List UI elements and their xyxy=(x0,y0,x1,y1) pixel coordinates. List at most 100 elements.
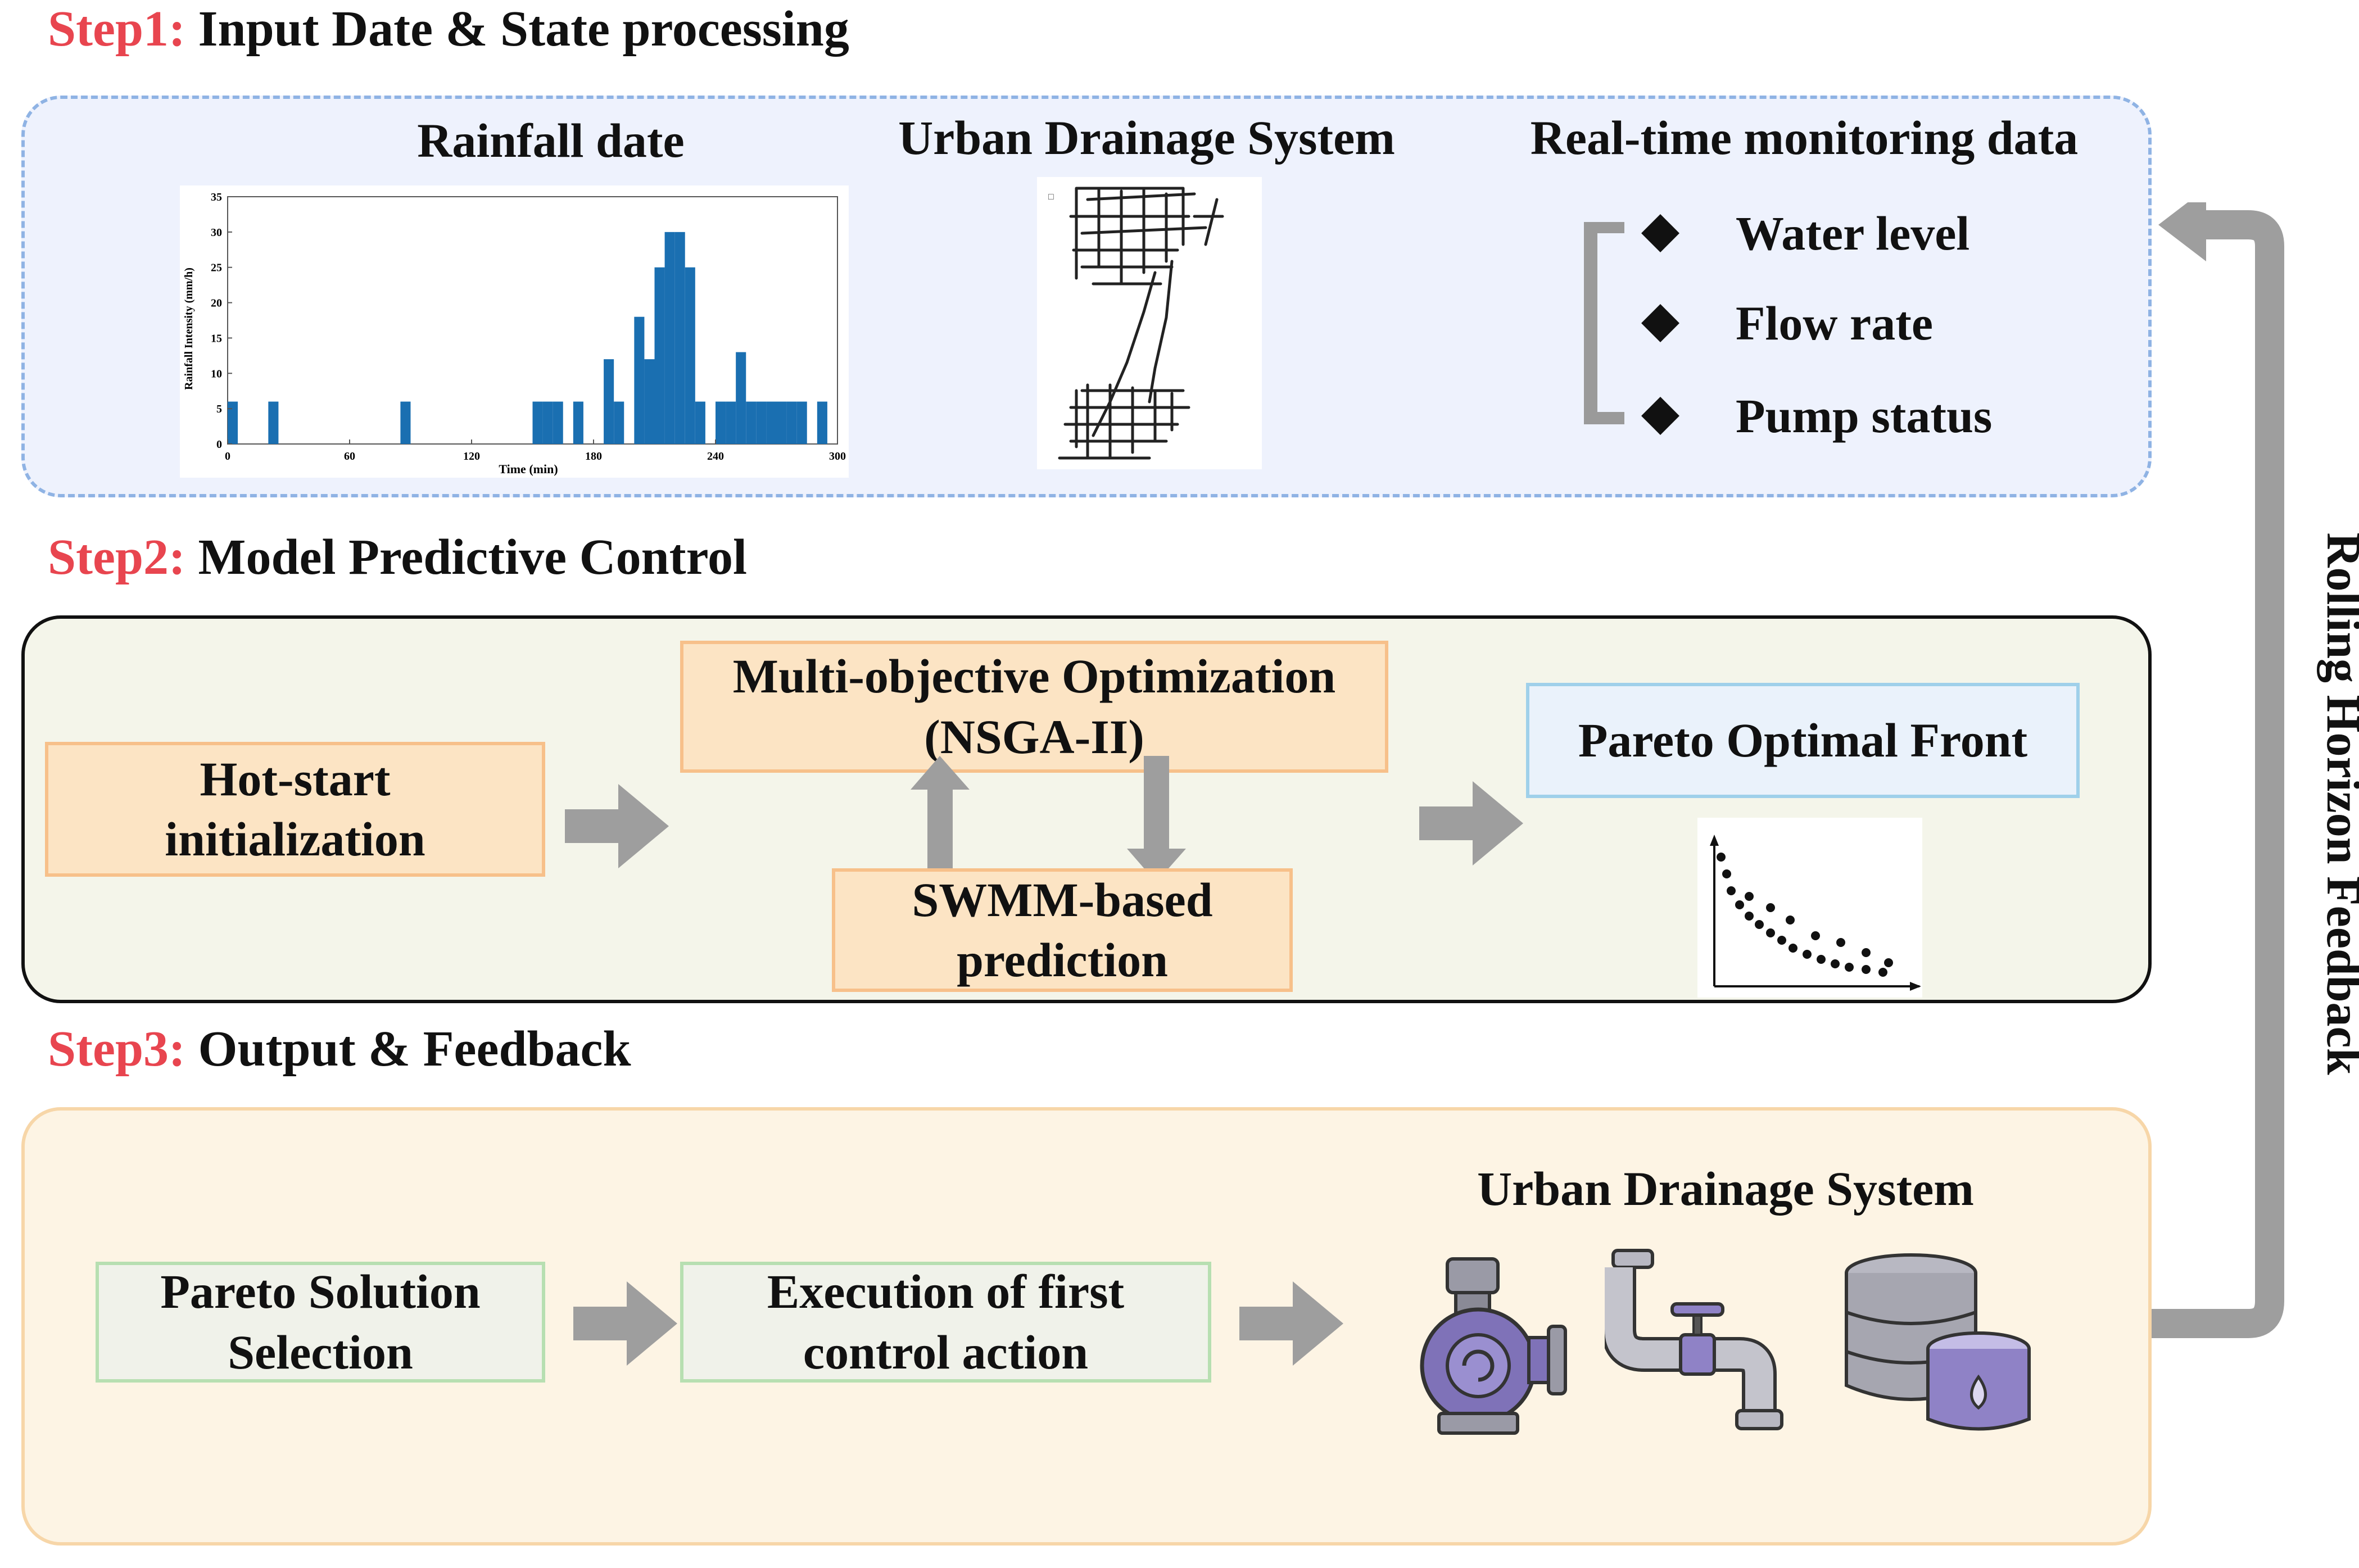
y-tick-label: 15 xyxy=(211,332,222,345)
step2-number: Step2: xyxy=(48,529,185,585)
y-tick-label: 20 xyxy=(211,297,222,310)
rainfall-bar xyxy=(776,401,787,444)
x-tick-label: 300 xyxy=(829,450,846,463)
drainage-map-label: Urban Drainage System xyxy=(898,111,1395,165)
rainfall-bar xyxy=(268,401,279,444)
storage-tank-icon xyxy=(1845,1253,2031,1431)
rainfall-bar xyxy=(726,401,736,444)
rainfall-bar xyxy=(817,401,827,444)
rainfall-bar xyxy=(573,401,583,444)
monitoring-item-pump-status: Pump status xyxy=(1641,388,1993,444)
execution-line2: control action xyxy=(803,1325,1089,1379)
rainfall-bar xyxy=(796,401,807,444)
rainfall-bar xyxy=(766,401,777,444)
monitoring-item-label: Pump status xyxy=(1736,389,1993,443)
y-tick-label: 5 xyxy=(216,403,222,415)
rainfall-bar xyxy=(685,267,695,444)
swmm-box: SWMM-based prediction xyxy=(832,868,1293,992)
monitoring-item-water-level: Water level xyxy=(1641,205,1970,261)
x-tick-label: 240 xyxy=(707,450,724,463)
chart-bars xyxy=(228,232,827,444)
diamond-bullet-icon xyxy=(1641,214,1679,252)
step1-text: Input Date & State processing xyxy=(198,1,849,57)
pipe-valve-icon xyxy=(1605,1249,1783,1430)
rainfall-bar xyxy=(400,401,411,444)
step1-number: Step1: xyxy=(48,1,185,57)
rainfall-bar xyxy=(736,352,746,444)
rainfall-bar xyxy=(674,232,685,444)
rainfall-bar xyxy=(644,359,655,444)
rainfall-bar xyxy=(228,401,238,444)
moo-line1: Multi-objective Optimization xyxy=(732,649,1336,703)
rainfall-bar xyxy=(695,401,705,444)
diamond-bullet-icon xyxy=(1641,397,1679,435)
hot-start-line2: initialization xyxy=(165,812,425,866)
pareto-selection-line2: Selection xyxy=(228,1325,413,1379)
execution-box: Execution of first control action xyxy=(680,1262,1211,1383)
y-tick-label: 10 xyxy=(211,368,222,380)
execution-line1: Execution of first xyxy=(767,1265,1125,1318)
pareto-front-box: Pareto Optimal Front xyxy=(1526,683,2080,798)
rainfall-bar xyxy=(746,401,757,444)
rolling-horizon-feedback-label: Rolling Horizon Feedback xyxy=(2293,483,2359,1124)
swmm-line1: SWMM-based xyxy=(912,872,1213,927)
drainage-output-label: Urban Drainage System xyxy=(1477,1162,1974,1216)
pareto-selection-box: Pareto Solution Selection xyxy=(96,1262,545,1383)
feedback-arrow xyxy=(2152,202,2284,1338)
rainfall-bar xyxy=(634,316,645,444)
step1-title: Step1: Input Date & State processing xyxy=(48,0,849,58)
bracket-icon xyxy=(1584,222,1624,424)
rainfall-bar xyxy=(553,401,563,444)
rainfall-bar xyxy=(786,401,797,444)
step2-title: Step2: Model Predictive Control xyxy=(48,528,747,586)
moo-line2: (NSGA-II) xyxy=(924,709,1144,764)
arrow-right-icon xyxy=(573,1281,677,1366)
pareto-selection-line1: Pareto Solution xyxy=(160,1265,481,1318)
monitoring-item-label: Flow rate xyxy=(1736,296,1934,350)
rainfall-bar xyxy=(604,359,614,444)
diamond-bullet-icon xyxy=(1641,304,1679,342)
swmm-line2: prediction xyxy=(957,933,1168,987)
arrow-right-icon xyxy=(565,784,669,868)
step3-number: Step3: xyxy=(48,1021,185,1077)
arrow-right-icon xyxy=(1239,1281,1343,1366)
arrow-up-icon xyxy=(911,756,970,882)
drainage-network-map: □ xyxy=(1037,177,1262,469)
monitoring-item-flow-rate: Flow rate xyxy=(1641,295,1934,351)
rainfall-bar xyxy=(716,401,726,444)
chart-y-label: Rainfall Intensity (mm/h) xyxy=(183,268,195,390)
rainfall-bar xyxy=(756,401,767,444)
rainfall-label: Rainfall date xyxy=(417,114,685,167)
y-tick-label: 35 xyxy=(211,191,222,203)
hot-start-box: Hot-start initialization xyxy=(45,742,545,877)
x-tick-label: 0 xyxy=(225,450,230,463)
x-tick-label: 60 xyxy=(344,450,355,463)
y-tick-label: 25 xyxy=(211,262,222,274)
arrow-right-icon xyxy=(1419,781,1523,865)
rainfall-bar xyxy=(614,401,624,444)
feedback-label-text: Rolling Horizon Feedback xyxy=(2317,532,2359,1075)
map-marker: □ xyxy=(1048,192,1054,202)
step3-title: Step3: Output & Feedback xyxy=(48,1020,631,1078)
rainfall-bar xyxy=(542,401,553,444)
pareto-scatter xyxy=(1697,818,1922,998)
rainfall-bar xyxy=(664,232,675,444)
chart-x-label: Time (min) xyxy=(499,462,558,476)
pareto-scatter-plot xyxy=(1710,835,1921,991)
x-tick-label: 120 xyxy=(463,450,480,463)
pareto-front-label: Pareto Optimal Front xyxy=(1578,713,2028,767)
step3-text: Output & Feedback xyxy=(198,1021,631,1077)
rainfall-bar xyxy=(532,401,543,444)
monitoring-label: Real-time monitoring data xyxy=(1530,111,2079,165)
pump-icon xyxy=(1420,1257,1567,1435)
hot-start-line1: Hot-start xyxy=(200,751,391,806)
moo-box: Multi-objective Optimization (NSGA-II) xyxy=(680,641,1388,773)
y-tick-label: 30 xyxy=(211,226,222,239)
x-tick-label: 180 xyxy=(585,450,602,463)
step2-text: Model Predictive Control xyxy=(198,529,747,585)
rainfall-bar xyxy=(654,267,665,444)
monitoring-item-label: Water level xyxy=(1736,206,1970,260)
